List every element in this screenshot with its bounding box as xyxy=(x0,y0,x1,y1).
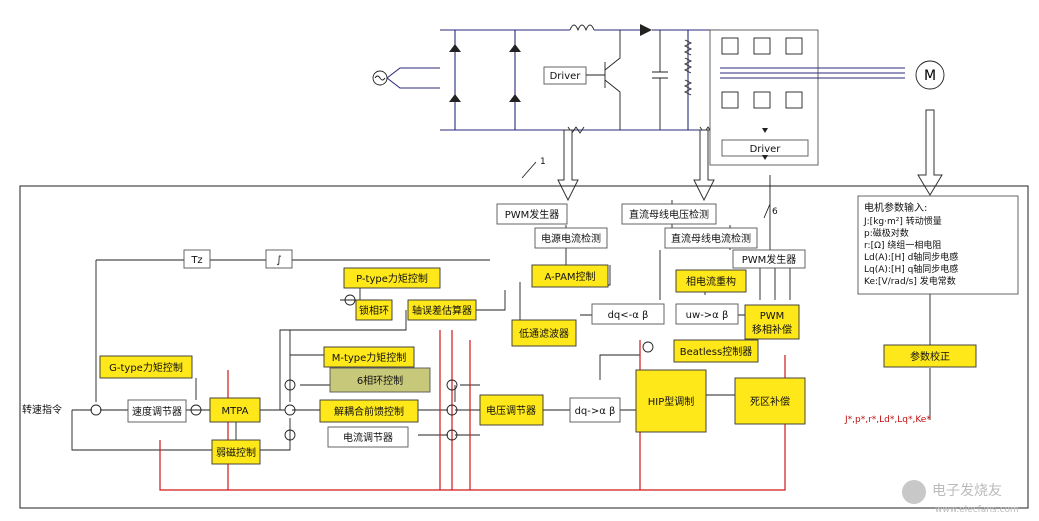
speed-command-label: 转速指令 xyxy=(22,403,62,416)
m-type-torque-box xyxy=(323,346,415,368)
six-phase-control-box xyxy=(329,367,431,393)
diode-icon xyxy=(449,44,521,102)
axis-error-estimator-label: 轴误差估算器 xyxy=(412,304,472,317)
phase-current-recon-label: 相电流重构 xyxy=(686,275,736,288)
pwm-generator-2-label: PWM发生器 xyxy=(742,253,797,266)
hip-modulation-label: HIP型调制 xyxy=(648,395,695,408)
dq-ab-box xyxy=(569,397,621,423)
uw-ab-label: uw->α β xyxy=(686,310,729,321)
mtpa-label: MTPA xyxy=(222,406,249,417)
mark-6: 6 xyxy=(772,207,778,217)
param-line: J:[kg·m²] 转动惯量 xyxy=(863,215,942,227)
beatless-controller-label: Beatless控制器 xyxy=(680,345,752,358)
dc-bus-current-detect-box xyxy=(664,227,758,249)
igbt-icon xyxy=(721,37,803,109)
pwm-generator-label: PWM发生器 xyxy=(505,208,560,221)
watermark: 电子发烧友 www.elecfans.com xyxy=(902,480,1019,515)
lowpass-filter-box xyxy=(511,319,577,347)
dc-bus-current-detect-label: 直流母线电流检测 xyxy=(671,232,751,245)
signal-arrow xyxy=(917,109,943,196)
p-type-torque-label: P-type力矩控制 xyxy=(356,272,428,285)
dc-bus-detect-label: 直流母线电压检测 xyxy=(629,208,709,221)
dq-ab-label: dq->α β xyxy=(575,406,616,417)
phase-current-recon-box xyxy=(675,269,747,293)
param-line: Ld(A):[H] d轴同步电感 xyxy=(864,251,958,263)
inductor-icon xyxy=(569,24,595,32)
pwm-generator-2-box xyxy=(732,249,806,269)
six-phase-control-label: 6相环控制 xyxy=(357,374,403,387)
tz-box xyxy=(183,249,211,269)
integrator-label: ∫ xyxy=(276,255,281,266)
dc-bus-detect-box xyxy=(621,203,717,225)
motor-params-panel xyxy=(857,195,1019,295)
watermark-url: www.elecfans.com xyxy=(935,505,1019,515)
controller-frame xyxy=(19,185,1029,509)
lowpass-filter-label: 低通滤波器 xyxy=(519,327,569,340)
param-line: Ke:[V/rad/s] 发电常数 xyxy=(864,275,956,287)
beatless-controller-box xyxy=(673,339,759,363)
driver-label-2: Driver xyxy=(750,144,782,155)
signal-arrow xyxy=(693,129,715,202)
param-calibration-label: 参数校正 xyxy=(910,350,950,363)
signal-arrow xyxy=(557,129,579,202)
g-type-torque-label: G-type力矩控制 xyxy=(109,361,183,374)
param-line: Lq(A):[H] q轴同步电感 xyxy=(864,263,958,275)
decoupling-feedforward-box xyxy=(319,399,419,423)
param-line: r:[Ω] 绕组一相电阻 xyxy=(864,239,941,251)
dq-ab-inverse-box xyxy=(591,303,665,325)
p-type-torque-box xyxy=(343,267,441,289)
m-type-torque-label: M-type力矩控制 xyxy=(332,351,407,364)
speed-regulator-label: 速度调节器 xyxy=(132,405,182,418)
logo-icon xyxy=(902,480,926,504)
param-outputs-label: J*,p*,r*,Ld*,Lq*,Ke* xyxy=(844,415,931,425)
mtpa-box xyxy=(209,397,261,423)
dead-zone-comp-box xyxy=(734,377,806,425)
supply-current-detect-box xyxy=(534,227,608,249)
pwm-phase-comp-label: PWM xyxy=(760,311,785,322)
params-title: 电机参数输入: xyxy=(864,201,927,214)
param-calibration-box xyxy=(883,344,977,368)
param-line: p:磁极对数 xyxy=(864,227,909,239)
driver-box xyxy=(543,66,587,85)
mark-1: 1 xyxy=(540,157,546,167)
driver-label: Driver xyxy=(550,71,582,82)
g-type-torque-box xyxy=(99,355,193,379)
pwm-phase-comp-box xyxy=(744,304,800,340)
current-regulator-label: 电流调节器 xyxy=(343,431,393,444)
speed-regulator-box xyxy=(127,399,187,423)
axis-error-estimator-box xyxy=(407,299,477,321)
voltage-regulator-box xyxy=(479,394,544,426)
apam-control-box xyxy=(531,264,609,288)
uw-ab-box xyxy=(675,303,739,325)
tz-label: Tz xyxy=(190,255,202,266)
hip-modulation-box xyxy=(635,369,707,433)
decoupling-feedforward-label: 解耦合前馈控制 xyxy=(334,405,404,418)
motor-label: M xyxy=(924,68,936,84)
flux-weakening-label: 弱磁控制 xyxy=(216,446,256,459)
pwm-generator-box xyxy=(496,203,568,225)
lock-ring-label: 锁相环 xyxy=(359,304,389,317)
flux-weakening-box xyxy=(211,439,261,465)
current-regulator-box xyxy=(327,426,409,448)
integrator-box xyxy=(265,249,293,269)
dead-zone-comp-label: 死区补偿 xyxy=(750,395,790,408)
diode-icon xyxy=(640,24,652,36)
motor-icon xyxy=(915,60,945,90)
lock-ring-box xyxy=(355,299,393,321)
supply-current-detect-label: 电源电流检测 xyxy=(541,232,601,245)
apam-control-label: A-PAM控制 xyxy=(544,270,595,283)
voltage-regulator-label: 电压调节器 xyxy=(486,404,536,417)
pwm-phase-comp-sub: 移相补偿 xyxy=(752,323,792,336)
power-stage: Driver M Driver 1 6 xyxy=(372,24,945,219)
capacitor-icon xyxy=(652,30,668,130)
dq-ab-inverse-label: dq<-α β xyxy=(608,310,649,321)
watermark-text: 电子发烧友 xyxy=(932,483,1002,499)
summing-junction xyxy=(90,294,654,441)
